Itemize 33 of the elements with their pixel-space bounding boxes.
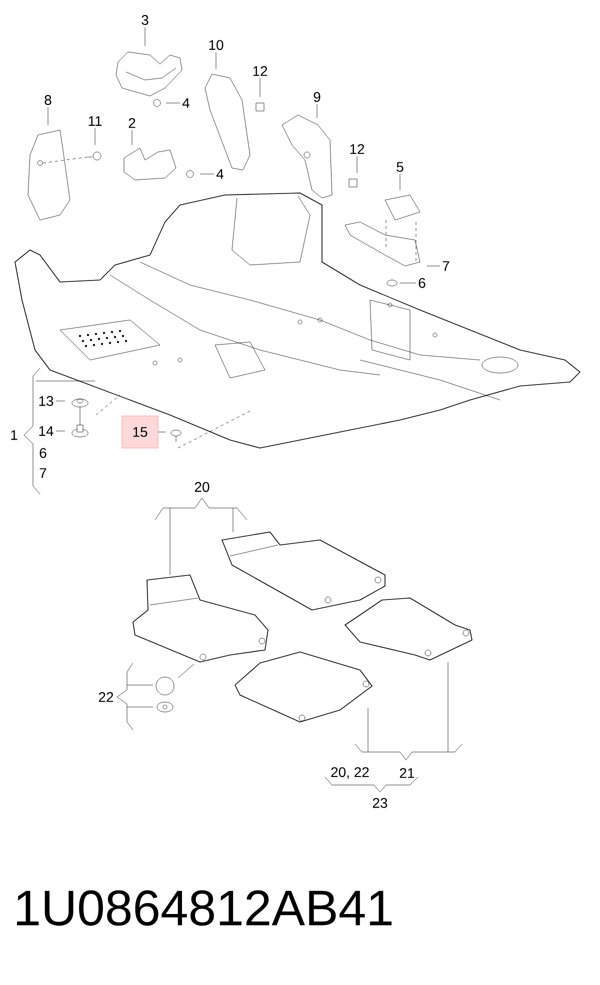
callout-number: 10 xyxy=(209,40,224,50)
callout-number: 2 xyxy=(128,118,136,128)
leader-line xyxy=(356,156,358,174)
callout-number: 5 xyxy=(396,162,404,172)
callout-number: 6 xyxy=(40,448,46,458)
callout-number: 12 xyxy=(253,66,268,76)
callout-number: 13 xyxy=(39,396,54,406)
leader-line xyxy=(56,430,66,432)
callout-number: 4 xyxy=(182,98,190,108)
callout-number: 4 xyxy=(216,169,224,179)
bracket-label: 20, 22 xyxy=(331,767,369,779)
callout-number: 6 xyxy=(418,278,426,288)
callout-number: 7 xyxy=(40,468,46,478)
leader-line xyxy=(144,26,146,46)
bracket-label: 22 xyxy=(98,692,114,702)
callout-number: 3 xyxy=(142,15,148,25)
callout-number: 14 xyxy=(39,426,54,436)
leader-line xyxy=(56,400,66,402)
callout-number: 8 xyxy=(44,95,52,105)
callout-number: 11 xyxy=(88,116,102,126)
bracket-label: 21 xyxy=(400,768,414,778)
leader-line xyxy=(94,128,96,146)
callout-number: 9 xyxy=(314,92,320,102)
bracket-label: 20 xyxy=(194,482,210,492)
leader-line xyxy=(400,282,416,284)
callout-number: 7 xyxy=(442,261,450,271)
callout-number: 12 xyxy=(350,144,364,154)
part-number: 1U0864812AB41 xyxy=(17,890,392,926)
highlighted-callout-number: 15 xyxy=(122,416,158,448)
bracket-label: 23 xyxy=(372,798,388,808)
leader-line xyxy=(316,104,318,118)
bracket-label: 1 xyxy=(11,430,18,440)
leader-line xyxy=(166,102,180,104)
